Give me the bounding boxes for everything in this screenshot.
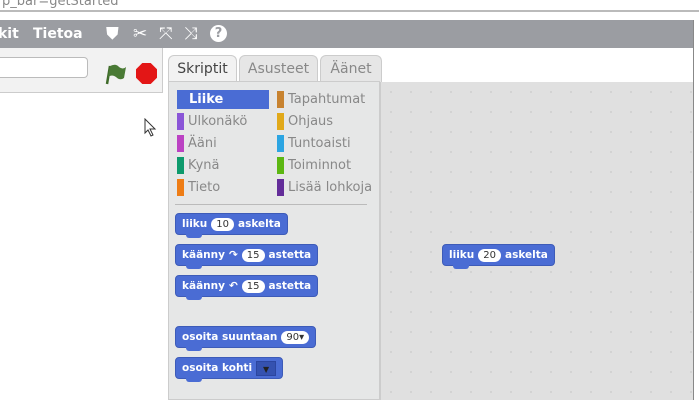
direction-dropdown[interactable]: 90▾ xyxy=(281,330,310,344)
green-flag-icon[interactable] xyxy=(103,63,127,85)
stop-icon[interactable] xyxy=(136,63,157,84)
category-color-bar xyxy=(177,135,184,152)
category-label: Tieto xyxy=(188,180,221,195)
category-label: Tapahtumat xyxy=(288,92,366,107)
category-control[interactable]: Ohjaus xyxy=(277,112,369,131)
category-sound[interactable]: Ääni xyxy=(177,134,269,153)
degrees-input[interactable]: 15 xyxy=(241,248,265,262)
category-data[interactable]: Tieto xyxy=(177,178,269,197)
category-label: Ulkonäkö xyxy=(188,114,248,129)
rotate-clockwise-icon: ↷ xyxy=(228,249,238,261)
category-color-bar xyxy=(277,113,284,130)
project-title-input[interactable] xyxy=(0,57,88,78)
shrink-icon[interactable]: ⤨ xyxy=(184,24,198,44)
category-motion[interactable]: Liike xyxy=(177,90,269,109)
category-color-bar xyxy=(277,135,284,152)
block-text: käänny xyxy=(182,249,225,261)
block-text: liiku xyxy=(449,249,475,261)
rotate-counterclockwise-icon: ↶ xyxy=(228,280,238,292)
block-text: käänny xyxy=(182,280,225,292)
url-text: p_bar=getStarted xyxy=(2,0,119,9)
help-icon[interactable]: ? xyxy=(210,25,227,42)
stamp-icon[interactable]: ⛊ xyxy=(106,24,119,44)
tab-costumes[interactable]: Asusteet xyxy=(239,55,318,82)
block-text: osoita suuntaan xyxy=(182,331,278,343)
category-color-bar xyxy=(177,113,184,130)
block-text: astetta xyxy=(268,280,312,292)
category-more-blocks[interactable]: Lisää lohkoja xyxy=(277,178,377,197)
menu-bar: kit Tietoa ⛊ ✂ ⤧ ⤨ ? xyxy=(0,20,693,48)
url-bar[interactable]: p_bar=getStarted xyxy=(0,0,699,12)
block-point-towards[interactable]: osoita kohti▼ xyxy=(175,357,284,382)
mouse-cursor-icon xyxy=(144,118,157,137)
category-color-bar xyxy=(177,179,184,196)
menu-about[interactable]: Tietoa xyxy=(33,26,83,42)
category-color-bar xyxy=(277,91,284,108)
scripts-area[interactable] xyxy=(380,82,693,400)
category-label: Toiminnot xyxy=(288,158,352,173)
block-text: osoita kohti xyxy=(182,362,253,374)
block-text: askelta xyxy=(238,218,281,230)
target-dropdown[interactable]: ▼ xyxy=(256,360,277,376)
category-label: Liike xyxy=(189,92,224,107)
category-label: Lisää lohkoja xyxy=(288,180,373,195)
window-edge xyxy=(693,20,699,400)
degrees-input[interactable]: 15 xyxy=(241,279,265,293)
stage[interactable] xyxy=(0,92,163,400)
category-label: Tuntoaisti xyxy=(288,136,351,151)
category-looks[interactable]: Ulkonäkö xyxy=(177,112,269,131)
scissors-icon[interactable]: ✂ xyxy=(133,24,148,44)
category-pen[interactable]: Kynä xyxy=(177,156,269,175)
block-text: liiku xyxy=(182,218,208,230)
category-operators[interactable]: Toiminnot xyxy=(277,156,369,175)
steps-input[interactable]: 10 xyxy=(211,217,234,231)
menu-file[interactable]: kit xyxy=(0,26,19,42)
category-label: Ääni xyxy=(188,136,217,151)
direction-value: 90 xyxy=(286,331,300,343)
block-text: askelta xyxy=(505,249,548,261)
block-text: astetta xyxy=(268,249,312,261)
palette-divider xyxy=(175,204,367,205)
category-color-bar xyxy=(277,179,284,196)
tab-scripts[interactable]: Skriptit xyxy=(168,55,237,82)
category-events[interactable]: Tapahtumat xyxy=(277,90,369,109)
category-label: Kynä xyxy=(188,158,220,173)
steps-input[interactable]: 20 xyxy=(478,248,501,262)
category-color-bar xyxy=(177,157,184,174)
tab-sounds[interactable]: Äänet xyxy=(320,55,382,82)
category-color-bar xyxy=(277,157,284,174)
category-label: Ohjaus xyxy=(288,114,334,129)
category-sensing[interactable]: Tuntoaisti xyxy=(277,134,369,153)
grow-icon[interactable]: ⤧ xyxy=(159,24,173,44)
